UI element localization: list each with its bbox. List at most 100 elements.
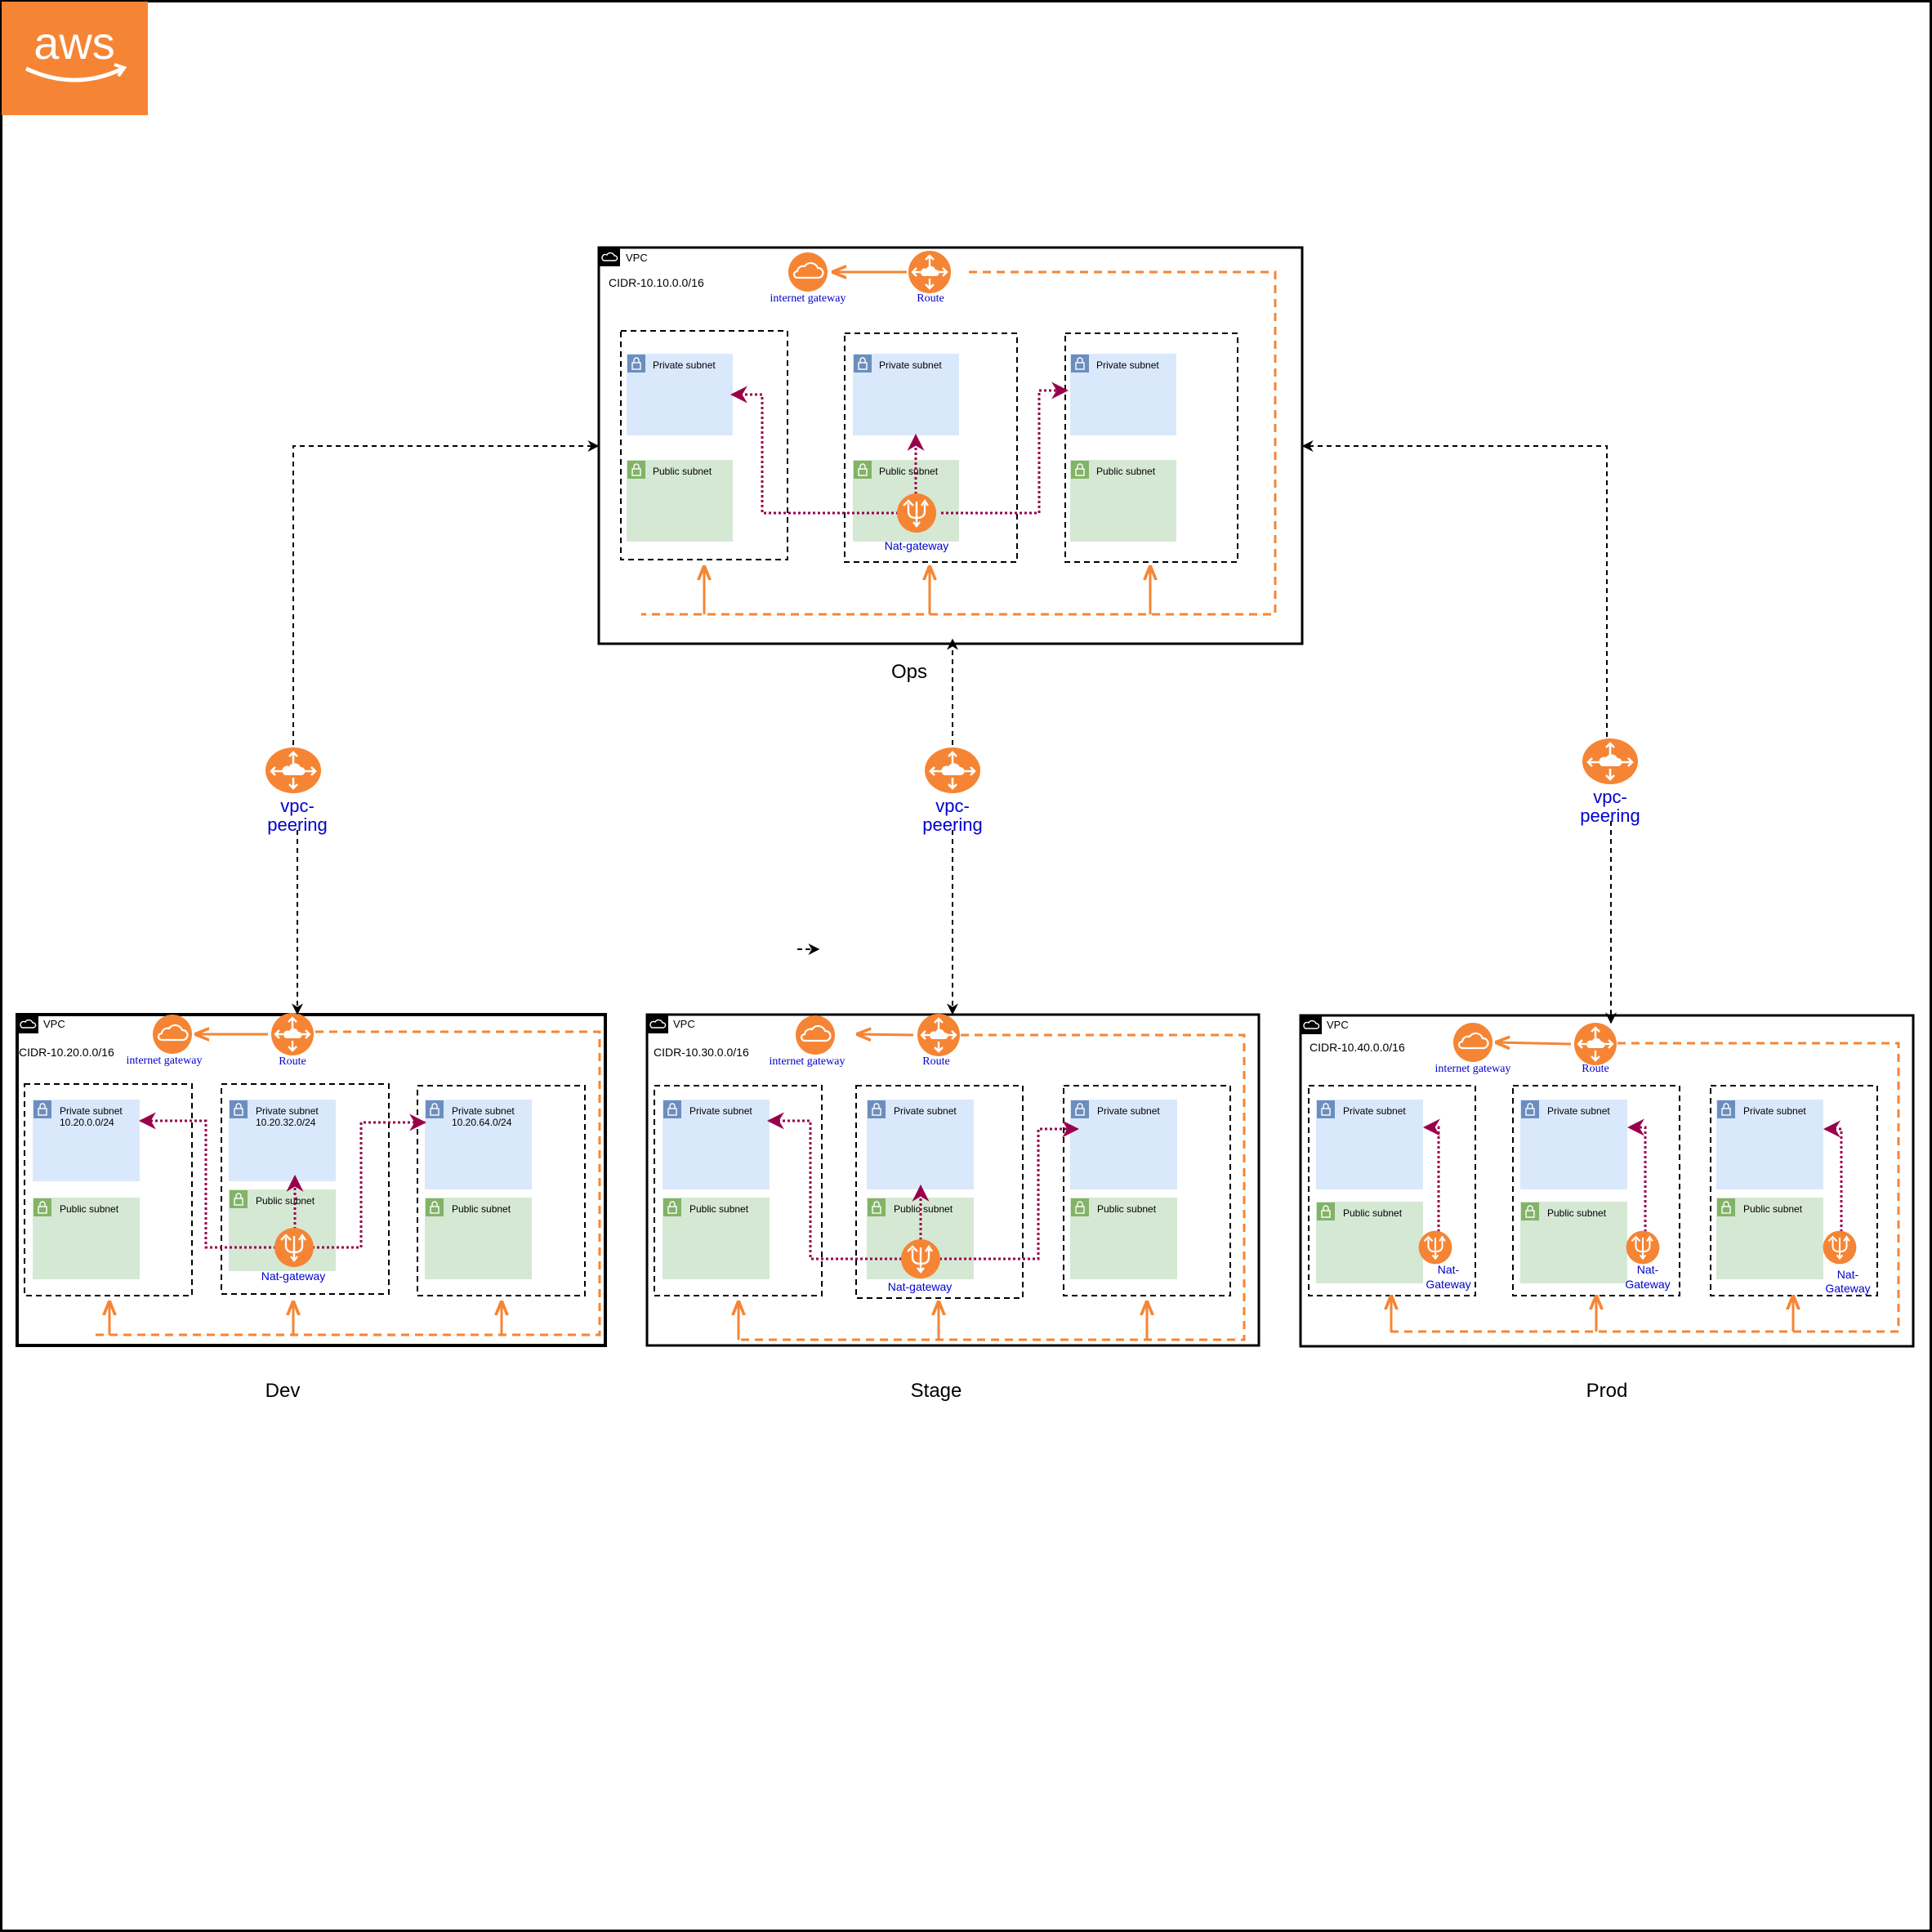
nat-gateway-icon bbox=[895, 492, 938, 534]
public-subnet-lock-icon bbox=[33, 1198, 52, 1217]
public-subnet-label: Public subnet bbox=[452, 1203, 511, 1215]
aws-logo: aws bbox=[2, 2, 148, 115]
vpc-peering-icon bbox=[264, 746, 323, 795]
nat-gateway-icon bbox=[1625, 1229, 1661, 1265]
private-subnet-lock-icon bbox=[1070, 1100, 1090, 1119]
availability-zone bbox=[844, 332, 1018, 563]
vpc-prod: VPC CIDR-10.40.0.0/16 Private subnet Pub… bbox=[1299, 1014, 1915, 1348]
public-subnet-label: Public subnet bbox=[689, 1203, 749, 1215]
nat-gateway-label: Nat-gateway bbox=[261, 1269, 326, 1283]
internet-gateway-icon bbox=[151, 1013, 194, 1055]
availability-zone bbox=[654, 1085, 823, 1296]
availability-zone bbox=[417, 1085, 586, 1296]
private-subnet-lock-icon bbox=[33, 1100, 52, 1119]
private-subnet-label: Private subnet bbox=[689, 1105, 752, 1117]
public-subnet-label: Public subnet bbox=[60, 1203, 119, 1215]
nat-gateway-label: Nat-gateway bbox=[885, 539, 949, 552]
vpc-name-prod: Prod bbox=[1586, 1380, 1628, 1402]
route-to-igw-arrow bbox=[858, 1034, 914, 1035]
vpc-dev-border bbox=[16, 1013, 607, 1347]
private-subnet-lock-icon bbox=[867, 1100, 886, 1119]
public-subnet-label: Public subnet bbox=[1096, 466, 1156, 477]
public-subnet-lock-icon bbox=[1070, 1198, 1090, 1217]
vpc-label: VPC bbox=[673, 1018, 695, 1030]
route-router-icon bbox=[270, 1011, 315, 1057]
vpc-cidr: CIDR-10.30.0.0/16 bbox=[654, 1046, 749, 1059]
public-subnet-lock-icon bbox=[867, 1198, 886, 1217]
nat-route-arrow bbox=[1823, 1120, 1843, 1232]
private-subnet-lock-icon bbox=[853, 354, 872, 373]
public-subnet-label: Public subnet bbox=[1343, 1207, 1403, 1219]
nat-gateway-label-line1: Nat- bbox=[1837, 1268, 1859, 1281]
private-subnet-cidr: 10.20.32.0/24 bbox=[256, 1117, 316, 1128]
availability-zone bbox=[1063, 1085, 1231, 1296]
public-subnet-label: Public subnet bbox=[894, 1203, 953, 1215]
nat-route-arrow bbox=[766, 1112, 902, 1260]
vpc-peering-label-line2: peering bbox=[922, 814, 982, 835]
nat-route-arrow bbox=[939, 1120, 1080, 1260]
vpc-name-dev: Dev bbox=[265, 1380, 301, 1402]
private-subnet-label: Private subnet bbox=[60, 1105, 123, 1117]
route-table-path bbox=[735, 1033, 1246, 1341]
vpc-peering-label-line1: vpc- bbox=[935, 796, 970, 816]
availability-zone bbox=[1308, 1085, 1476, 1296]
route-label: Route bbox=[917, 292, 944, 305]
aws-logo-text: aws bbox=[33, 17, 115, 69]
nat-gateway-label-line2: Gateway bbox=[1625, 1278, 1670, 1291]
vpc-icon bbox=[598, 248, 621, 267]
vpc-cidr: CIDR-10.40.0.0/16 bbox=[1310, 1041, 1405, 1054]
availability-zone bbox=[1512, 1085, 1680, 1296]
public-subnet-label: Public subnet bbox=[879, 466, 939, 477]
route-table-path bbox=[641, 270, 1277, 616]
public-subnet-lock-icon bbox=[1520, 1202, 1540, 1221]
public-subnet-lock-icon bbox=[853, 460, 872, 480]
private-subnet-label: Private subnet bbox=[256, 1105, 319, 1117]
internet-gateway-icon bbox=[794, 1014, 837, 1056]
private-subnet-lock-icon bbox=[1520, 1100, 1540, 1119]
nat-gateway-icon bbox=[1417, 1229, 1453, 1265]
public-subnet-lock-icon bbox=[1070, 460, 1090, 480]
public-subnet-lock-icon bbox=[1316, 1202, 1336, 1221]
nat-route-arrow bbox=[138, 1112, 276, 1249]
vpc-label: VPC bbox=[43, 1018, 65, 1030]
internet-gateway-label: internet gateway bbox=[770, 292, 846, 305]
private-subnet-label: Private subnet bbox=[1096, 359, 1159, 371]
internet-gateway-label: internet gateway bbox=[1435, 1063, 1511, 1075]
private-subnet-label: Private subnet bbox=[894, 1105, 957, 1117]
vpc-stage: VPC CIDR-10.30.0.0/16 Private subnet Pub… bbox=[645, 1012, 1260, 1347]
private-subnet-label: Private subnet bbox=[1743, 1105, 1806, 1117]
vpc-cidr: CIDR-10.20.0.0/16 bbox=[19, 1046, 114, 1059]
nat-gateway-icon bbox=[899, 1238, 942, 1280]
route-label: Route bbox=[922, 1055, 949, 1068]
public-subnet-label: Public subnet bbox=[1547, 1207, 1607, 1219]
route-router-icon bbox=[1573, 1021, 1618, 1067]
private-subnet-label: Private subnet bbox=[879, 359, 942, 371]
vpc-cidr: CIDR-10.10.0.0/16 bbox=[609, 276, 704, 289]
nat-gateway-label-line2: Gateway bbox=[1825, 1282, 1870, 1295]
vpc-peering-label-line1: vpc- bbox=[1593, 787, 1627, 807]
private-subnet-lock-icon bbox=[1070, 354, 1090, 373]
nat-route-arrow bbox=[941, 381, 1069, 515]
availability-zone bbox=[1710, 1085, 1878, 1296]
vpc-name-ops: Ops bbox=[891, 661, 927, 683]
public-subnet-lock-icon bbox=[1716, 1198, 1736, 1217]
internet-gateway-icon bbox=[787, 251, 829, 293]
route-label: Route bbox=[1582, 1063, 1609, 1075]
vpc-icon bbox=[646, 1015, 669, 1034]
private-subnet-lock-icon bbox=[663, 1100, 682, 1119]
route-label: Route bbox=[279, 1055, 306, 1068]
vpc-icon bbox=[16, 1015, 39, 1034]
vpc-peering-icon bbox=[923, 746, 982, 795]
route-table-path bbox=[90, 1030, 601, 1336]
route-to-igw-arrow bbox=[1497, 1042, 1572, 1044]
nat-gateway-label-line2: Gateway bbox=[1426, 1278, 1470, 1291]
private-subnet-cidr: 10.20.0.0/24 bbox=[60, 1117, 114, 1128]
public-subnet-label: Public subnet bbox=[1097, 1203, 1157, 1215]
route-router-icon bbox=[907, 249, 953, 295]
availability-zone bbox=[855, 1085, 1024, 1299]
nat-gateway-icon bbox=[1822, 1229, 1858, 1265]
private-subnet-label: Private subnet bbox=[452, 1105, 515, 1117]
